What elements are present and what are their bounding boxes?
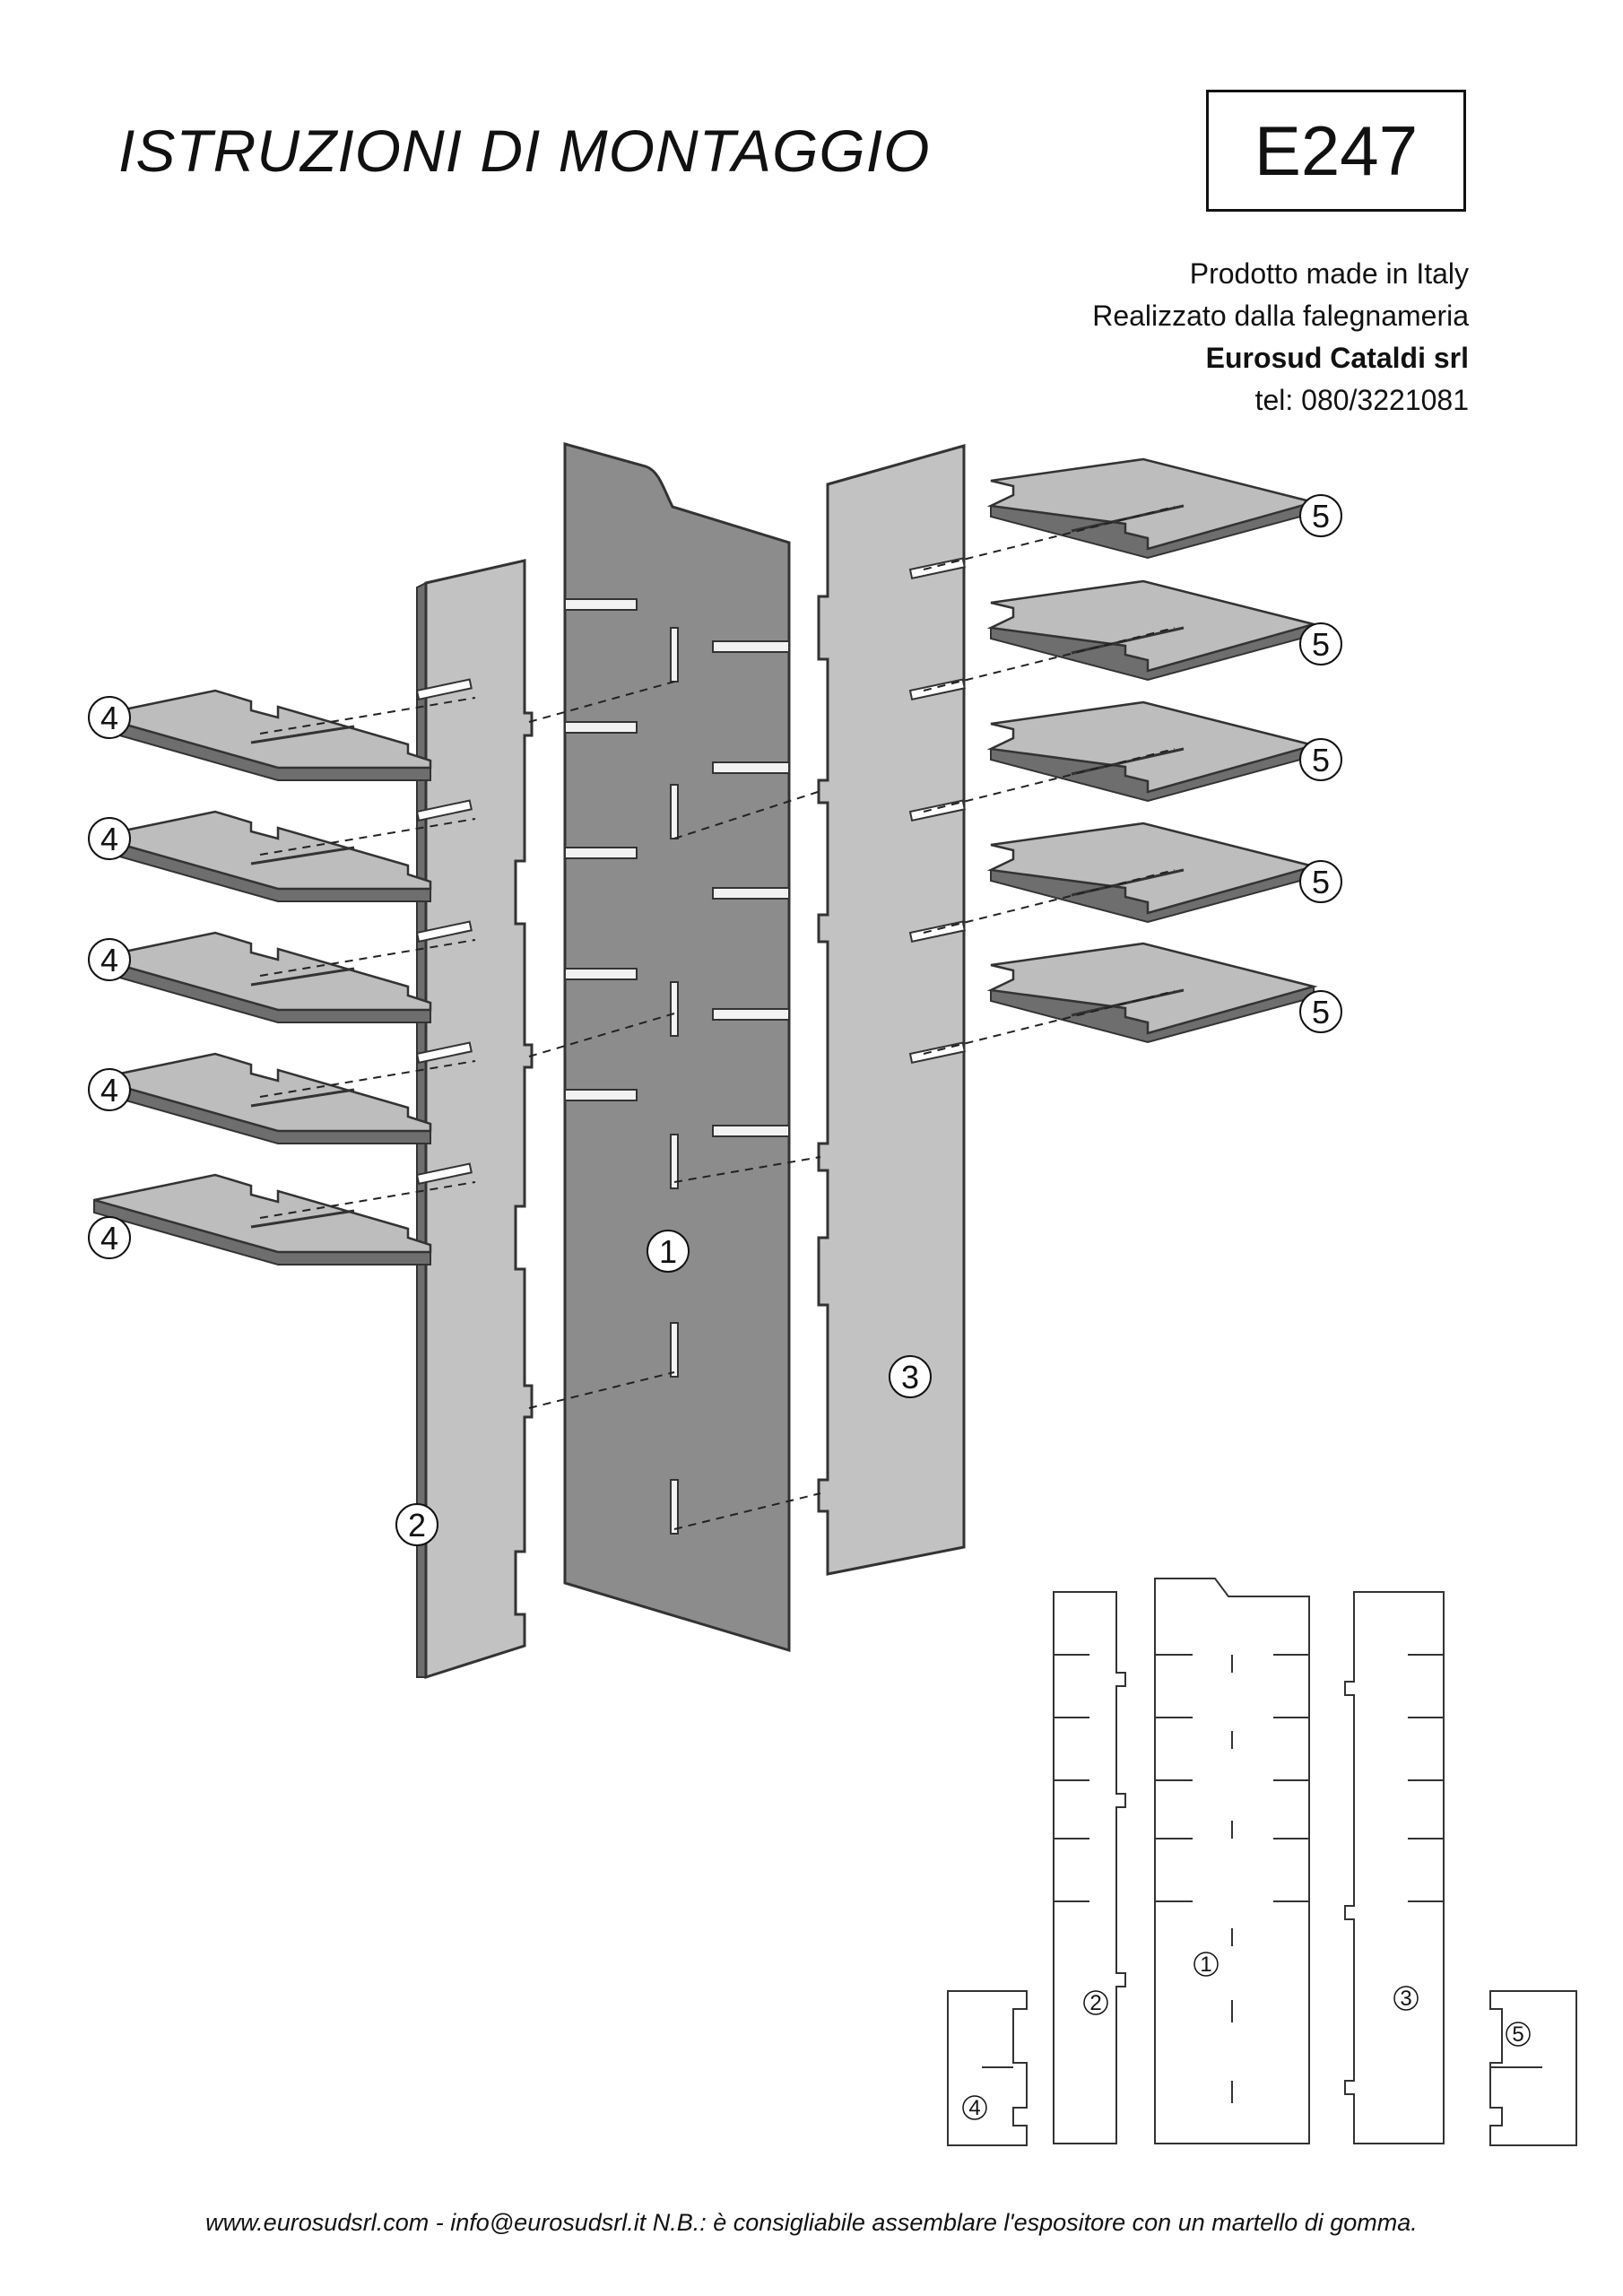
- panel-2: [415, 559, 534, 1680]
- svg-text:5: 5: [1312, 864, 1330, 900]
- svg-text:4: 4: [100, 700, 118, 736]
- svg-text:5: 5: [1312, 742, 1330, 778]
- company-name: Eurosud Cataldi srl: [1205, 342, 1469, 374]
- label-4d: 4: [88, 1068, 131, 1111]
- svg-text:5: 5: [1512, 2022, 1523, 2047]
- svg-text:4: 4: [968, 2096, 980, 2120]
- label-5d: 5: [1299, 860, 1342, 903]
- shelves-4: [92, 689, 432, 1266]
- label-3: 3: [889, 1355, 932, 1398]
- svg-text:4: 4: [100, 1220, 118, 1257]
- page-title: ISTRUZIONI DI MONTAGGIO: [118, 117, 931, 184]
- flat-shelf-5: [1489, 1990, 1577, 2146]
- svg-text:4: 4: [100, 1072, 118, 1109]
- flat-shelf-4: [947, 1990, 1028, 2146]
- svg-text:5: 5: [1312, 498, 1330, 535]
- flat-panel-1: [1154, 1578, 1310, 2144]
- label-5e: 5: [1299, 990, 1342, 1033]
- svg-text:2: 2: [408, 1507, 426, 1544]
- label-1: 1: [647, 1230, 690, 1273]
- maker-line: Realizzato dalla falegnameria: [1092, 300, 1469, 332]
- shelves-5: [989, 457, 1315, 1044]
- label-4e: 4: [88, 1216, 131, 1259]
- label-5b: 5: [1299, 622, 1342, 665]
- product-code-box: E247: [1206, 90, 1466, 212]
- svg-text:4: 4: [100, 821, 118, 857]
- flat-label-1: 1: [1193, 1952, 1219, 1977]
- svg-text:5: 5: [1312, 626, 1330, 663]
- flat-layout: [947, 1578, 1577, 2146]
- panel-1: [563, 442, 791, 1653]
- flat-label-4: 4: [962, 2095, 987, 2120]
- flat-label-5: 5: [1506, 2022, 1531, 2047]
- flat-labels: 1 2 3 4 5: [962, 1952, 1531, 2120]
- part-labels: 4 4 4 4 4 5 5 5 5 5 1 2 3: [88, 494, 1342, 1546]
- svg-text:4: 4: [100, 942, 118, 978]
- label-4c: 4: [88, 938, 131, 981]
- flat-label-2: 2: [1083, 1990, 1108, 2015]
- svg-text:2: 2: [1089, 1991, 1101, 2015]
- label-4b: 4: [88, 817, 131, 860]
- assembly-guides: [259, 506, 1176, 1530]
- label-5a: 5: [1299, 494, 1342, 537]
- label-2: 2: [395, 1503, 438, 1546]
- label-4a: 4: [88, 696, 131, 739]
- flat-panel-2: [1053, 1591, 1126, 2144]
- flat-label-3: 3: [1393, 1986, 1419, 2011]
- svg-text:5: 5: [1312, 994, 1330, 1031]
- svg-text:1: 1: [659, 1233, 677, 1270]
- product-code: E247: [1254, 110, 1419, 190]
- panel-3: [817, 444, 966, 1576]
- label-5c: 5: [1299, 738, 1342, 781]
- svg-text:3: 3: [1400, 1987, 1411, 2011]
- phone-line: tel: 080/3221081: [1254, 384, 1469, 416]
- flat-panel-3: [1344, 1591, 1445, 2144]
- origin-line: Prodotto made in Italy: [1189, 257, 1469, 290]
- svg-text:1: 1: [1200, 1952, 1211, 1977]
- svg-text:3: 3: [901, 1359, 919, 1396]
- manufacturer-info: Prodotto made in Italy Realizzato dalla …: [1092, 253, 1469, 422]
- footer-note: www.eurosudsrl.com - info@eurosudsrl.it …: [205, 2209, 1418, 2236]
